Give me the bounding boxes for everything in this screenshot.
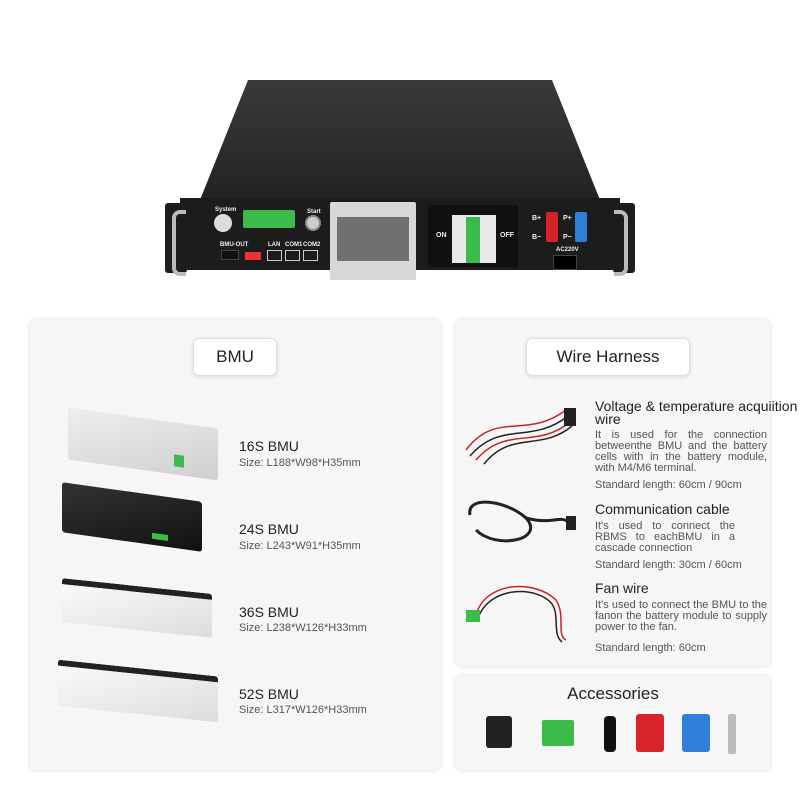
bmu-out-label: BMU-OUT <box>220 242 249 248</box>
voltage-wire-title: Voltage & temperature acquiition wire <box>595 398 798 427</box>
bmu-name: 16S BMU <box>239 438 299 454</box>
b-minus-label: B− <box>532 234 542 241</box>
system-button[interactable] <box>214 214 232 232</box>
fan-wire-title: Fan wire <box>595 580 649 596</box>
fan-wire-desc: It's used to connect the BMU to the fano… <box>595 599 767 633</box>
red-connector-accessory <box>636 714 664 752</box>
com2-label: COM2 <box>303 242 321 248</box>
p-minus-label: P− <box>563 234 572 241</box>
terminal-block <box>243 210 295 228</box>
device-top <box>200 80 600 200</box>
lan-port <box>267 250 282 261</box>
off-label: OFF <box>500 232 514 239</box>
wire-images <box>465 408 576 643</box>
p-plus-label: P+ <box>563 215 572 222</box>
com2-port <box>303 250 318 261</box>
ac-inlet <box>553 255 577 270</box>
lan-label: LAN <box>268 242 281 248</box>
touch-screen[interactable] <box>337 217 409 261</box>
bmu-size: Size: L238*W126*H33mm <box>239 622 367 634</box>
terminal-block-accessory <box>542 720 574 746</box>
bmu-name: 52S BMU <box>239 686 299 702</box>
ac-inlet-accessory <box>486 716 512 748</box>
voltage-wire-desc: It is used for the connection betweenthe… <box>595 429 767 474</box>
fan-wire-image <box>466 585 567 643</box>
wire-panel-title: Wire Harness <box>526 338 690 376</box>
plug-accessory <box>604 716 616 752</box>
accessories-title: Accessories <box>567 684 659 703</box>
com1-label: COM1 <box>285 242 303 248</box>
system-label: System <box>215 207 237 213</box>
on-label: ON <box>436 232 447 239</box>
breaker-switch[interactable] <box>452 215 496 263</box>
communication-cable-image <box>468 500 576 543</box>
comm-cable-title: Communication cable <box>595 501 730 517</box>
bmu-size: Size: L243*W91*H35mm <box>239 540 361 552</box>
bmu-name: 24S BMU <box>239 521 299 537</box>
start-label: Start <box>307 209 321 215</box>
comm-cable-length: Standard length: 30cm / 60cm <box>595 559 742 571</box>
voltage-wire-length: Standard length: 60cm / 90cm <box>595 479 742 491</box>
bmu-panel-title: BMU <box>193 338 277 376</box>
dip-switch <box>245 252 261 260</box>
voltage-wire-image <box>465 408 576 465</box>
b-plus-label: B+ <box>532 215 542 222</box>
bmu-size: Size: L188*W98*H35mm <box>239 457 361 469</box>
handle-right <box>614 210 628 276</box>
pin-accessory <box>728 714 736 754</box>
accessories-panel: Accessories <box>456 676 770 770</box>
start-button[interactable] <box>305 215 321 231</box>
bmu-name: 36S BMU <box>239 604 299 620</box>
blue-connector-accessory <box>682 714 710 752</box>
power-connector <box>575 212 587 242</box>
bmu-size: Size: L317*W126*H33mm <box>239 704 367 716</box>
bmu-out-port <box>221 250 239 260</box>
com1-port <box>285 250 300 261</box>
wire-harness-panel: Wire Harness <box>456 320 770 666</box>
handle-left <box>172 210 186 276</box>
comm-cable-desc: It's used to connect the RBMS to eachBMU… <box>595 520 735 554</box>
fan-wire-length: Standard length: 60cm <box>595 642 706 654</box>
ac-label: AC220V <box>556 247 579 253</box>
battery-connector <box>546 212 558 242</box>
